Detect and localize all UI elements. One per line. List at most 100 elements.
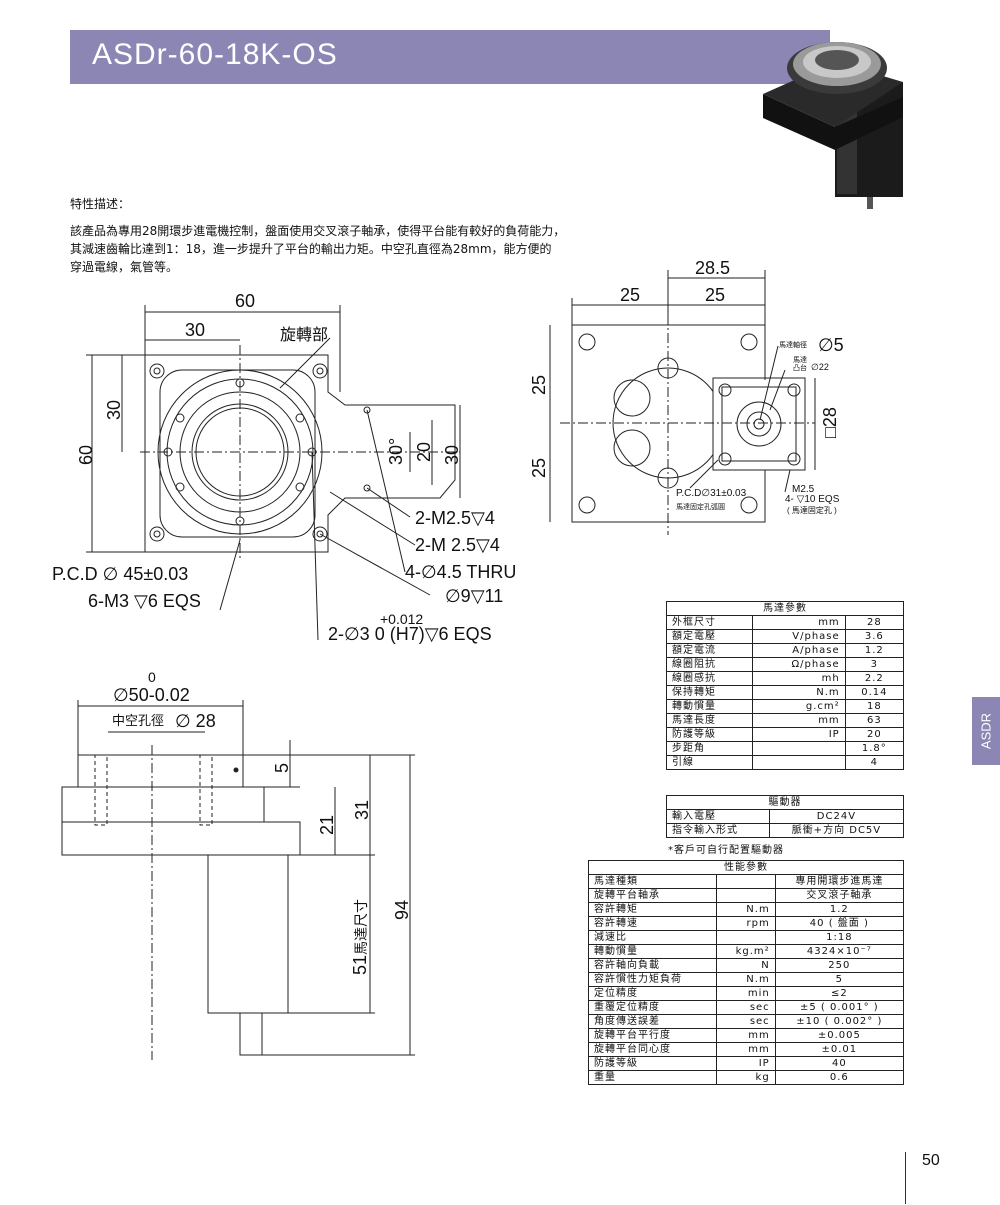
- cell-value: 18: [844, 699, 905, 714]
- cell-value: 5: [774, 972, 905, 987]
- od-top-tolerance: 0: [148, 669, 156, 685]
- cell-name: 容許轉矩: [587, 902, 718, 917]
- cell-name: 轉動慣量: [587, 944, 718, 959]
- boss-label-2: 凸台: [793, 363, 807, 372]
- cell-unit: sec: [716, 1000, 776, 1015]
- cell-value: ±5 ( 0.001° ): [774, 1000, 905, 1015]
- cell-value: 1.8°: [844, 741, 905, 756]
- driver-title: 驅動器: [666, 795, 904, 810]
- cell-value: 40: [774, 1056, 905, 1071]
- bore-28: ∅ 28: [175, 711, 216, 731]
- cell-unit: mm: [752, 713, 846, 728]
- cell-name: 防護等級: [587, 1056, 718, 1071]
- dim-30-top: 30: [185, 320, 205, 340]
- cell-name: 額定電壓: [665, 629, 754, 644]
- feature-description: 該產品為專用28開環步進電機控制，盤面使用交叉滾子軸承，使得平台能有較好的負荷能…: [70, 222, 590, 276]
- driver-value: DC24V: [768, 809, 905, 824]
- cell-value: 專用開環步進馬達: [774, 874, 905, 889]
- cell-value: ±0.005: [774, 1028, 905, 1043]
- cell-value: ±10 ( 0.002° ): [774, 1014, 905, 1029]
- note-6-m3: 6-M3 ▽6 EQS: [88, 591, 201, 611]
- m25-depth: 4- ▽10 EQS: [785, 494, 840, 505]
- cell-value: 4: [844, 755, 905, 770]
- cell-value: 250: [774, 958, 905, 973]
- note-pin-tolerance: +0.012: [380, 611, 423, 627]
- dim-60-top: 60: [235, 291, 255, 311]
- cell-unit: mh: [752, 671, 846, 686]
- dim-25-vertical-1: 25: [529, 375, 549, 395]
- cell-name: 容許轉速: [587, 916, 718, 931]
- cell-unit: N: [716, 958, 776, 973]
- cell-unit: g.cm²: [752, 699, 846, 714]
- bore-label: 中空孔徑: [112, 713, 164, 728]
- dim-28-5: 28.5: [695, 258, 730, 278]
- driver-name: 指令輸入形式: [666, 823, 770, 838]
- motor-params-title: 馬達參數: [666, 601, 904, 616]
- boss-diameter: ∅22: [811, 362, 829, 372]
- cell-name: 旋轉平台同心度: [587, 1042, 718, 1057]
- cell-name: 馬達長度: [665, 713, 754, 728]
- cell-value: 0.14: [844, 685, 905, 700]
- performance-title: 性能參數: [588, 860, 904, 875]
- cell-unit: Ω/phase: [752, 657, 846, 672]
- cell-value: 0.6: [774, 1070, 905, 1085]
- m25-label: M2.5: [792, 484, 815, 495]
- feature-line: 其減速齒輪比達到1：18，進一步提升了平台的輸出力矩。中空孔直徑為28mm，能方…: [70, 242, 552, 256]
- square-28: □28: [820, 407, 840, 438]
- cell-value: 1.2: [844, 643, 905, 658]
- cell-unit: V/phase: [752, 629, 846, 644]
- cell-unit: mm: [752, 615, 846, 630]
- table-row: 旋轉平台軸承交叉滾子軸承: [587, 888, 905, 903]
- cell-unit: rpm: [716, 916, 776, 931]
- note-4-thru: 4-∅4.5 THRU: [405, 562, 516, 582]
- top-view-drawing: [86, 305, 461, 641]
- cell-unit: min: [716, 986, 776, 1001]
- driver-note: *客戶可自行配置驅動器: [668, 845, 784, 856]
- cell-value: 1:18: [774, 930, 905, 945]
- cell-name: 旋轉平台軸承: [587, 888, 718, 903]
- side-tab: ASDR: [972, 697, 1000, 765]
- dim-94: 94: [392, 900, 412, 920]
- cell-unit: N.m: [752, 685, 846, 700]
- table-row: 指令輸入形式脈衝+方向 DC5V: [666, 823, 905, 838]
- note-2-m25-4-b: 2-M 2.5▽4: [415, 535, 500, 555]
- cell-value: ±0.01: [774, 1042, 905, 1057]
- cell-name: 角度傳送誤差: [587, 1014, 718, 1029]
- cell-name: 重量: [587, 1070, 718, 1085]
- cell-value: ≤2: [774, 986, 905, 1001]
- cell-name: 馬達種類: [587, 874, 718, 889]
- note-2-m25-4: 2-M2.5▽4: [415, 508, 495, 528]
- cell-unit: N.m: [716, 972, 776, 987]
- cell-value: 28: [844, 615, 905, 630]
- dim-31: 31: [352, 800, 372, 820]
- cell-unit: mm: [716, 1042, 776, 1057]
- cell-unit: IP: [716, 1056, 776, 1071]
- cell-name: 容許軸向負載: [587, 958, 718, 973]
- shaft-diameter: ∅5: [818, 335, 844, 355]
- feature-line: 穿過電線，氣管等。: [70, 260, 179, 274]
- cell-name: 保持轉矩: [665, 685, 754, 700]
- dim-25-vertical-2: 25: [529, 458, 549, 478]
- title-bar: [70, 30, 830, 84]
- cell-value: 20: [844, 727, 905, 742]
- cell-value: 63: [844, 713, 905, 728]
- cell-name: 線圈阻抗: [665, 657, 754, 672]
- m25-note: ( 馬達固定孔 ): [787, 505, 837, 515]
- cell-value: 3: [844, 657, 905, 672]
- cell-name: 線圈感抗: [665, 671, 754, 686]
